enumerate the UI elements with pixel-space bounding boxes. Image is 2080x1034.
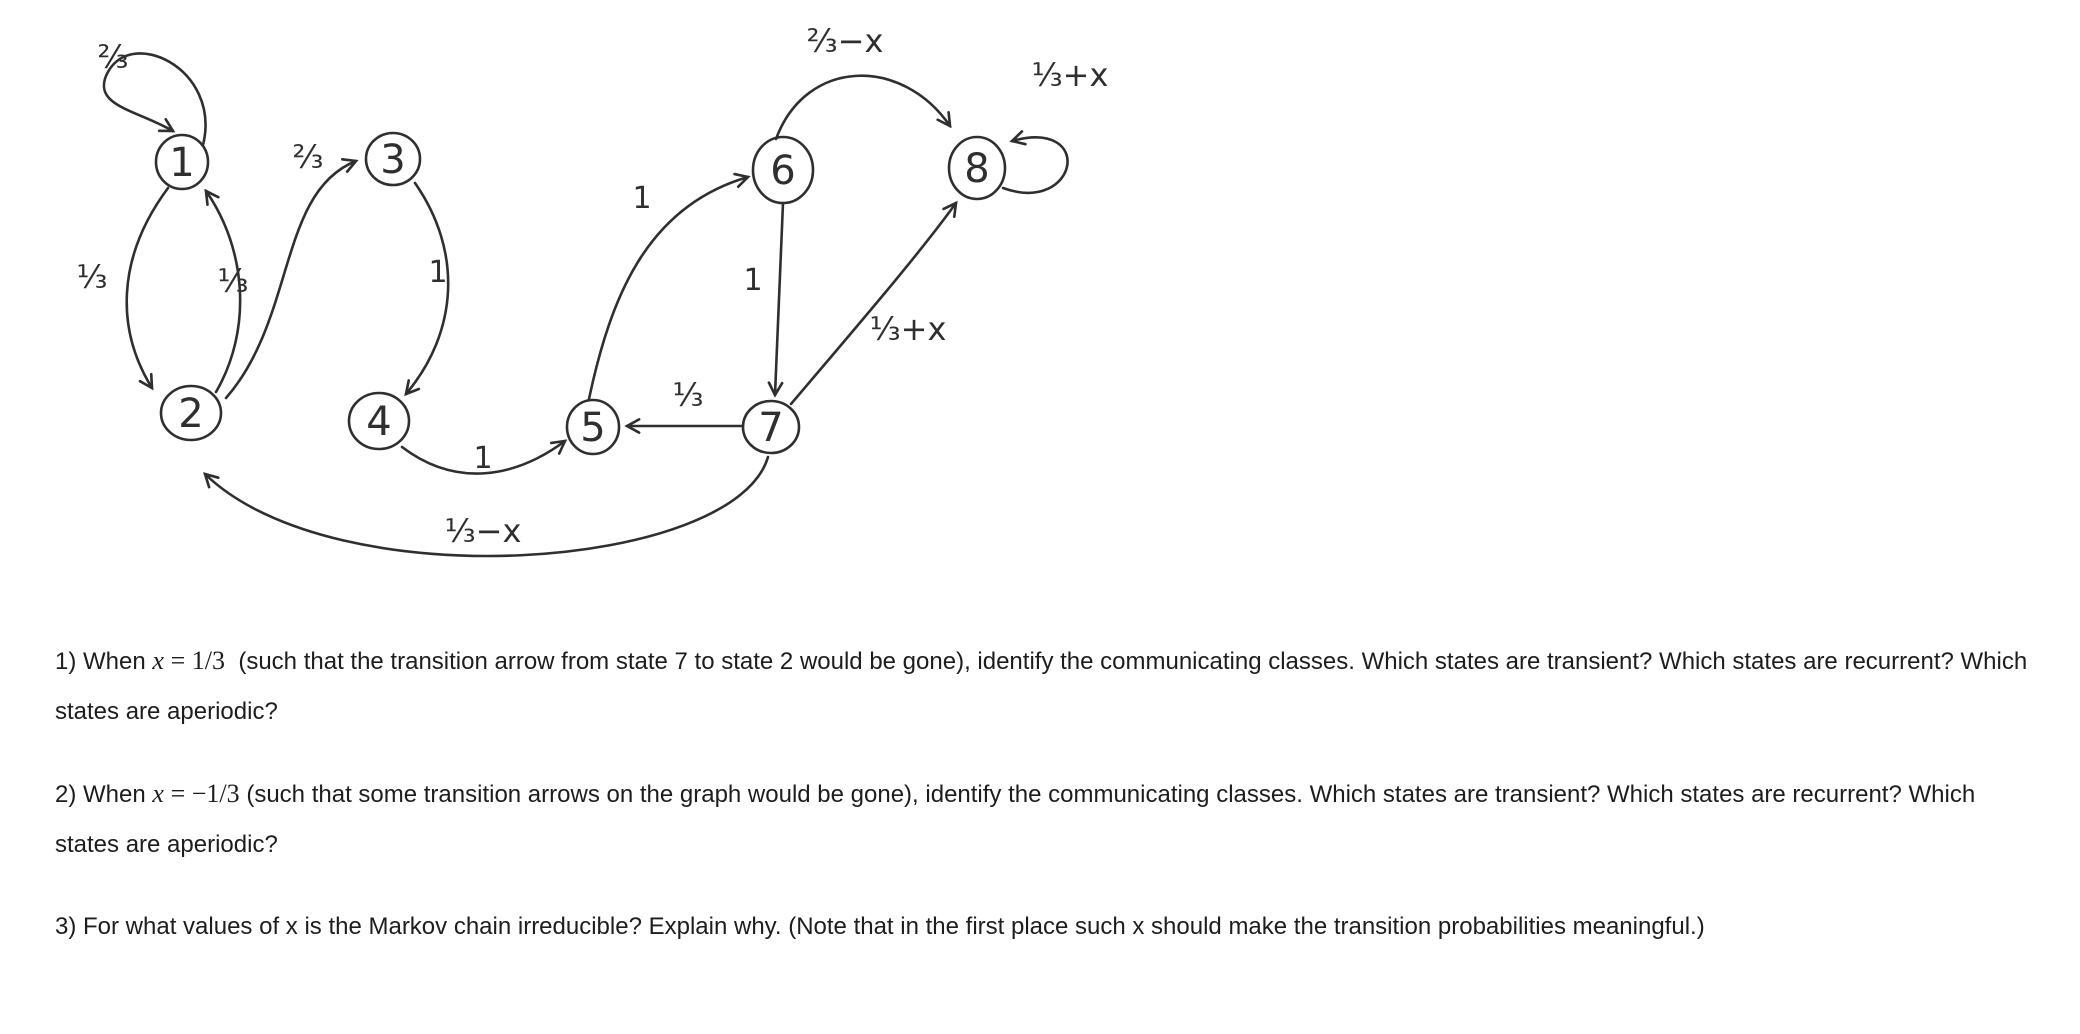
edge-label-4-5: 1 <box>473 441 492 476</box>
edge-6-7 <box>767 201 785 398</box>
state-1-label: 1 <box>169 140 194 186</box>
state-node-8 <box>947 135 1007 201</box>
edge-7-2 <box>203 455 770 558</box>
state-node-5 <box>565 398 621 456</box>
edge-label-7-2: ⅓−x <box>445 512 522 550</box>
question-1-math-var: x <box>152 646 164 675</box>
edge-1-2 <box>125 186 170 391</box>
state-node-6 <box>751 135 815 205</box>
state-8-label: 8 <box>964 146 989 192</box>
state-node-7 <box>741 399 801 455</box>
edge-6-8 <box>774 74 952 141</box>
markov-chain-svg: 1 2 3 4 5 6 7 8 ⅔ ⅓ ⅓ ⅔ 1 1 1 1 ⅔−x ⅓+x <box>76 22 1109 558</box>
state-2-label: 2 <box>178 391 203 437</box>
question-2-number: 2) <box>55 781 77 808</box>
questions-section: 1) When x = 1/3 (such that the transitio… <box>55 636 2032 952</box>
question-2-math-var: x <box>152 779 164 808</box>
state-4-label: 4 <box>366 399 391 445</box>
edge-label-1-2: ⅓ <box>76 258 107 296</box>
question-1: 1) When x = 1/3 (such that the transitio… <box>55 636 2032 737</box>
edge-label-2-1: ⅓ <box>217 262 248 300</box>
edge-label-3-4: 1 <box>428 255 447 290</box>
edge-2-3 <box>224 158 359 400</box>
edge-label-1-1: ⅔ <box>97 38 128 76</box>
state-3-label: 3 <box>380 137 405 183</box>
state-node-4 <box>347 391 411 451</box>
state-node-3 <box>364 131 422 187</box>
edge-label-6-8: ⅔−x <box>807 22 884 60</box>
edge-1-1-self-loop <box>102 52 207 147</box>
question-2: 2) When x = −1/3 (such that some transit… <box>55 769 2032 870</box>
edge-label-2-3: ⅔ <box>292 138 323 176</box>
question-1-text: (such that the transition arrow from sta… <box>55 648 2028 725</box>
question-1-math-eq: = 1/3 <box>170 646 225 675</box>
state-7-label: 7 <box>758 405 783 451</box>
edge-label-6-7: 1 <box>743 263 762 298</box>
edge-label-7-5: ⅓ <box>672 376 703 414</box>
markov-chain-diagram: 1 2 3 4 5 6 7 8 ⅔ ⅓ ⅓ ⅔ 1 1 1 1 ⅔−x ⅓+x <box>76 22 1109 558</box>
edge-label-5-6: 1 <box>632 181 651 216</box>
edge-2-1 <box>204 188 242 394</box>
edge-label-7-8: ⅓+x <box>870 310 947 348</box>
edge-7-8 <box>789 200 958 406</box>
state-node-2 <box>159 384 223 442</box>
state-5-label: 5 <box>580 405 605 451</box>
question-2-math-eq: = −1/3 <box>170 779 240 808</box>
question-2-lead: When <box>83 781 146 808</box>
edge-label-8-8: ⅓+x <box>1032 56 1109 94</box>
edge-3-4 <box>404 181 450 397</box>
edge-5-6 <box>587 172 751 401</box>
edge-4-5 <box>400 439 568 475</box>
question-1-lead: When <box>83 648 146 675</box>
question-3: 3) For what values of x is the Markov ch… <box>55 902 2032 952</box>
question-3-text: For what values of x is the Markov chain… <box>83 913 1705 940</box>
question-1-number: 1) <box>55 648 77 675</box>
state-6-label: 6 <box>770 148 795 194</box>
state-node-1 <box>154 133 210 191</box>
edge-8-8-self-loop <box>1001 130 1069 195</box>
question-3-number: 3) <box>55 913 77 940</box>
question-2-text: (such that some transition arrows on the… <box>55 781 1976 858</box>
